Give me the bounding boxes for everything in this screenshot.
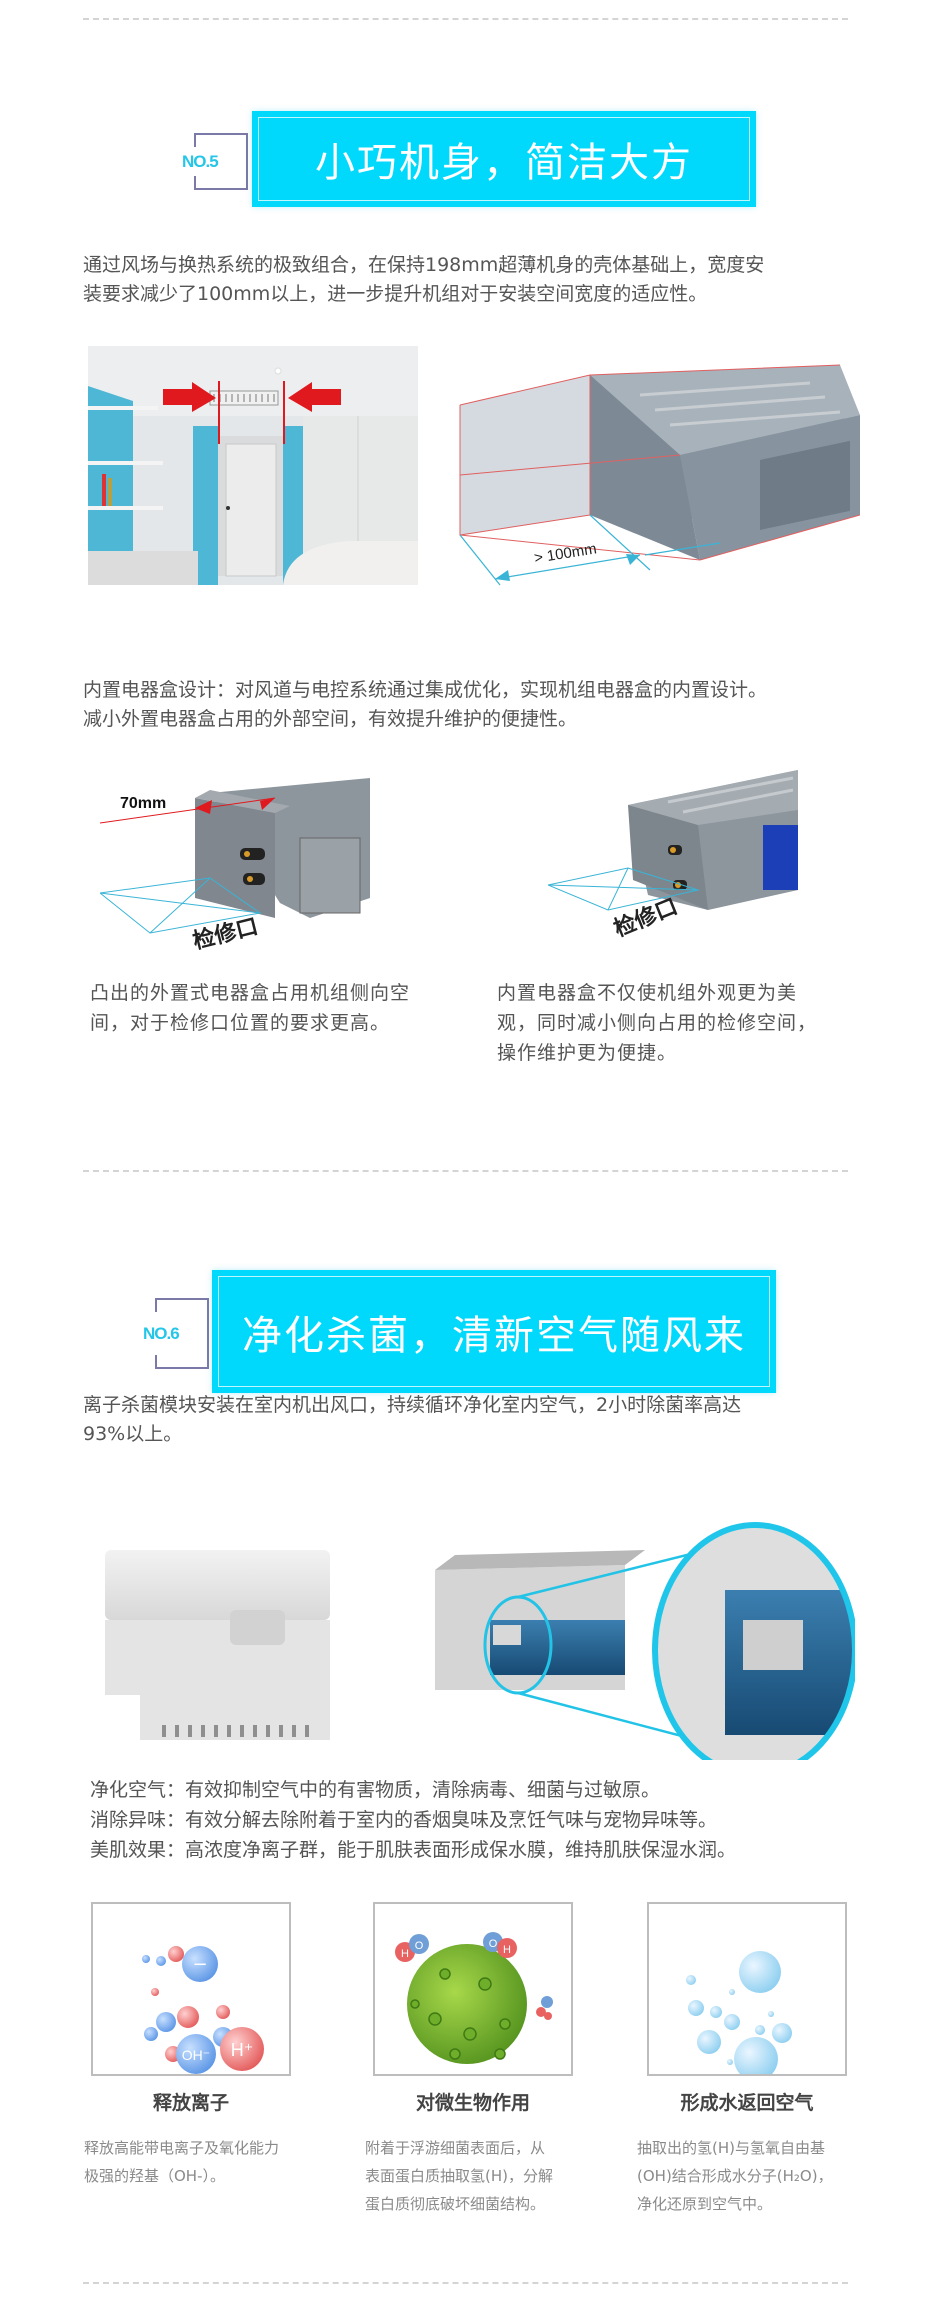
- arrow-right-icon: [163, 382, 216, 412]
- hydrogen-ion-label: H⁺: [231, 2040, 254, 2060]
- hydroxide-ion-label: OH⁻: [182, 2047, 210, 2063]
- arrow-left-icon: [288, 382, 341, 412]
- room-installation-photo: [88, 346, 418, 585]
- internal-box-caption: 内置电器盒不仅使机组外观更为美 观，同时减小侧向占用的检修空间， 操作维护更为便…: [497, 978, 817, 1068]
- card-title-form-water: 形成水返回空气: [680, 2092, 814, 2114]
- section-title-banner: 净化杀菌，清新空气随风来: [212, 1270, 776, 1393]
- dimension-label: 70mm: [120, 795, 166, 812]
- bacteria-card-image: H O O H: [373, 1902, 573, 2076]
- width-dimension-label: > 100mm: [533, 540, 598, 567]
- caption-line: 间，对于检修口位置的要求更高。: [90, 1012, 391, 1034]
- desc-line: 抽取出的氢(H)与氢氧自由基: [637, 2139, 825, 2157]
- paragraph-line: 装要求减少了100mm以上，进一步提升机组对于安装空间宽度的适应性。: [83, 283, 708, 305]
- electrical-box-paragraph: 内置电器盒设计：对风道与电控系统通过集成优化，实现机组电器盒的内置设计。 减小外…: [83, 676, 853, 734]
- paragraph-line: 93%以上。: [83, 1423, 183, 1445]
- feature-purify: 净化空气：有效抑制空气中的有害物质，清除病毒、细菌与过敏原。: [90, 1779, 661, 1801]
- unit-3d-illustration: > 100mm: [459, 364, 861, 586]
- section-divider-top: [83, 18, 848, 20]
- internal-box-diagram: 检修口: [546, 770, 798, 942]
- size-intro-paragraph: 通过风场与换热系统的极致组合，在保持198mm超薄机身的壳体基础上，宽度安 装要…: [83, 251, 853, 309]
- paragraph-line: 减小外置电器盒占用的外部空间，有效提升维护的便捷性。: [83, 708, 578, 730]
- caption-line: 观，同时减小侧向占用的检修空间，: [497, 1012, 818, 1034]
- paragraph-line: 离子杀菌模块安装在室内机出风口，持续循环净化室内空气，2小时除菌率高达: [83, 1394, 742, 1416]
- molecule-label: O: [489, 1938, 498, 1950]
- card-desc-microbe-action: 附着于浮游细菌表面后，从 表面蛋白质抽取氢(H)，分解 蛋白质彻底破坏细菌结构。: [365, 2134, 595, 2218]
- section-title: 小巧机身，简洁大方: [315, 140, 693, 186]
- ions-card-image: − H⁺ OH⁻: [91, 1902, 291, 2076]
- purification-intro-paragraph: 离子杀菌模块安装在室内机出风口，持续循环净化室内空气，2小时除菌率高达 93%以…: [83, 1391, 853, 1449]
- card-title-microbe-action: 对微生物作用: [415, 2092, 530, 2114]
- section-number-badge: NO.5: [182, 133, 248, 190]
- desc-line: 释放高能带电离子及氧化能力: [84, 2139, 280, 2157]
- water-card-image: [647, 1902, 847, 2076]
- feature-skin-care: 美肌效果：高浓度净离子群，能于肌肤表面形成保水膜，维持肌肤保湿水润。: [90, 1839, 737, 1861]
- external-box-caption: 凸出的外置式电器盒占用机组侧向空 间，对于检修口位置的要求更高。: [90, 978, 410, 1038]
- card-desc-form-water: 抽取出的氢(H)与氢氧自由基 (OH)结合形成水分子(H₂O)， 净化还原到空气…: [637, 2134, 867, 2218]
- molecule-label: H: [503, 1944, 511, 1956]
- caption-line: 凸出的外置式电器盒占用机组侧向空: [90, 982, 411, 1004]
- internal-box-illustration: [546, 770, 798, 911]
- desc-line: 蛋白质彻底破坏细菌结构。: [365, 2195, 546, 2213]
- room-photo-illustration: [88, 346, 418, 585]
- molecule-label: O: [415, 1940, 424, 1952]
- paragraph-line: 通过风场与换热系统的极致组合，在保持198mm超薄机身的壳体基础上，宽度安: [83, 254, 765, 276]
- molecule-label: H: [401, 1948, 409, 1960]
- feature-deodorize: 消除异味：有效分解去除附着于室内的香烟臭味及烹饪气味与宠物异味等。: [90, 1809, 718, 1831]
- section-divider: [83, 1170, 848, 1172]
- dimension-arrow-icon: [626, 554, 640, 565]
- unit-width-diagram: > 100mm: [440, 355, 861, 600]
- ion-module-image: [100, 1545, 340, 1760]
- paragraph-line: 内置电器盒设计：对风道与电控系统通过集成优化，实现机组电器盒的内置设计。: [83, 679, 768, 701]
- ions-icon: − H⁺ OH⁻: [142, 1946, 264, 2074]
- desc-line: (OH)结合形成水分子(H₂O)，: [637, 2167, 833, 2185]
- section-divider-bottom: [83, 2282, 848, 2284]
- ion-module-illustration: [105, 1550, 330, 1740]
- section-title-banner: 小巧机身，简洁大方: [252, 111, 756, 207]
- section-number-label: NO.5: [182, 149, 219, 174]
- dimension-arrow-icon: [195, 800, 212, 814]
- desc-line: 附着于浮游细菌表面后，从: [365, 2139, 546, 2157]
- dimension-arrow-icon: [260, 798, 275, 810]
- svg-text:−: −: [192, 1954, 207, 1975]
- water-bubbles-icon: [686, 1951, 792, 2074]
- card-title-release-ions: 释放离子: [152, 2092, 229, 2114]
- caption-line: 内置电器盒不仅使机组外观更为美: [497, 982, 798, 1004]
- ion-module-location-image: [425, 1520, 858, 1778]
- dimension-arrow-icon: [495, 570, 510, 581]
- external-box-diagram: 70mm 检修口: [98, 778, 380, 955]
- desc-line: 净化还原到空气中。: [637, 2195, 773, 2213]
- section-number-badge: NO.6: [143, 1298, 209, 1369]
- magnified-unit-illustration: [435, 1522, 858, 1778]
- section-title: 净化杀菌，清新空气随风来: [242, 1312, 746, 1359]
- caption-line: 操作维护更为便捷。: [497, 1042, 678, 1064]
- section-number-label: NO.6: [143, 1321, 180, 1346]
- desc-line: 表面蛋白质抽取氢(H)，分解: [365, 2167, 553, 2185]
- bacteria-icon: H O O H: [395, 1932, 553, 2064]
- desc-line: 极强的羟基（OH-）。: [84, 2167, 225, 2185]
- card-desc-release-ions: 释放高能带电离子及氧化能力 极强的羟基（OH-）。: [84, 2134, 314, 2190]
- external-box-illustration: 70mm: [98, 778, 370, 934]
